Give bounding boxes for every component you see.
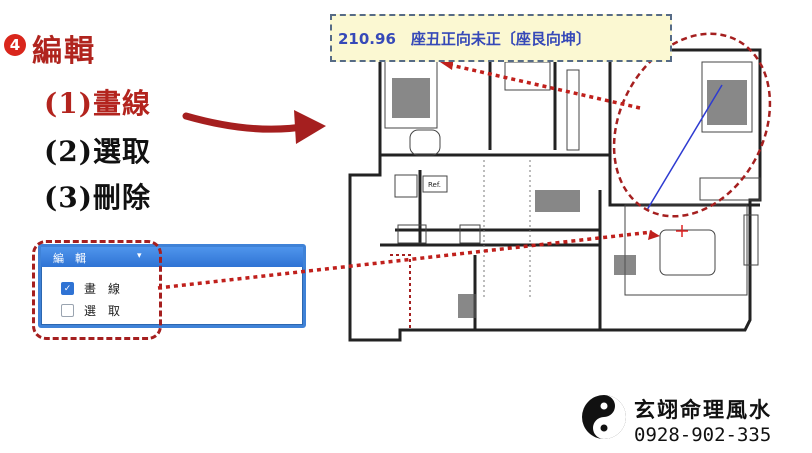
checkbox-icon[interactable] [61, 304, 74, 317]
step-select: (2)選取 [44, 135, 151, 168]
panel-highlight-outline [32, 240, 162, 340]
compass-reading-label: 210.96 座丑正向未正〔座艮向坤〕 [330, 14, 672, 62]
pointer-arrow-icon [182, 110, 326, 144]
brand-name: 玄翊命理風水 [634, 397, 772, 422]
edit-menu-bar [41, 247, 303, 267]
drawn-direction-line [646, 84, 723, 211]
section-title: 編輯 [32, 34, 96, 69]
step-draw-line: (1)畫線 [44, 87, 151, 120]
yin-yang-logo-icon [582, 395, 626, 439]
option-draw-line[interactable]: ✓ 畫 線 [61, 280, 120, 297]
floor-plan: Ref. [348, 32, 772, 342]
room-label-ref: Ref. [428, 181, 441, 189]
edit-panel: 編 輯 ▾ ✓ 畫 線 選 取 [38, 244, 306, 328]
center-cross-icon [676, 225, 688, 237]
highlight-ellipse [612, 32, 772, 218]
chevron-down-icon[interactable]: ▾ [137, 251, 142, 261]
checkbox-checked-icon[interactable]: ✓ [61, 282, 74, 295]
option-label: 選 取 [84, 304, 121, 318]
step-number-badge: 4 [4, 34, 26, 56]
brand-phone: 0928-902-335 [634, 424, 772, 446]
option-label: 畫 線 [84, 282, 121, 296]
step-delete: (3)刪除 [44, 181, 151, 214]
edit-menu[interactable]: 編 輯 [53, 252, 86, 265]
option-select[interactable]: 選 取 [61, 302, 120, 319]
